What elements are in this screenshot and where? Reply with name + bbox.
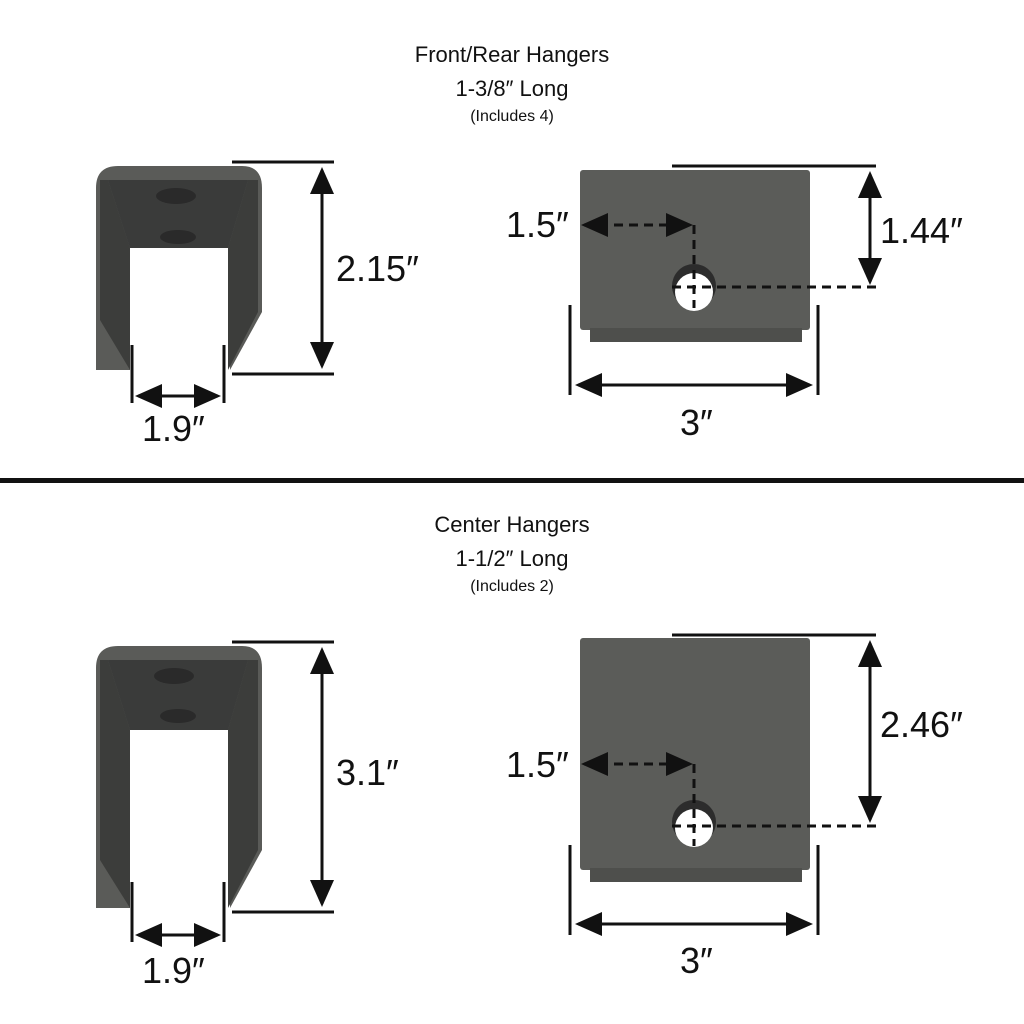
section-1-includes: (Includes 4) (470, 108, 554, 125)
dim-hole-offset-1: 1.5″ (506, 204, 569, 245)
dim-hole-height-1: 1.44″ (880, 210, 963, 251)
section-2-includes: (Includes 2) (470, 578, 554, 595)
dim-height-1: 2.15″ (336, 248, 419, 289)
section-1-length: 1-3/8″ Long (455, 76, 569, 101)
dim-hole-offset-2: 1.5″ (506, 744, 569, 785)
section-1-title: Front/Rear Hangers (414, 42, 610, 67)
dim-opening-2: 1.9″ (142, 950, 205, 991)
u-bracket-side-view-2 (96, 646, 262, 908)
dim-hole-height-2: 2.46″ (880, 704, 963, 745)
plate-front-view-1 (580, 170, 810, 342)
dim-height-2: 3.1″ (336, 752, 399, 793)
dim-opening-1: 1.9″ (142, 408, 205, 449)
dim-width-1: 3″ (680, 402, 713, 443)
dim-width-2: 3″ (680, 940, 713, 981)
section-divider (0, 478, 1024, 483)
section-2-length: 1-1/2″ Long (455, 546, 569, 571)
u-bracket-side-view-1 (96, 166, 262, 370)
section-2-title: Center Hangers (434, 512, 590, 537)
